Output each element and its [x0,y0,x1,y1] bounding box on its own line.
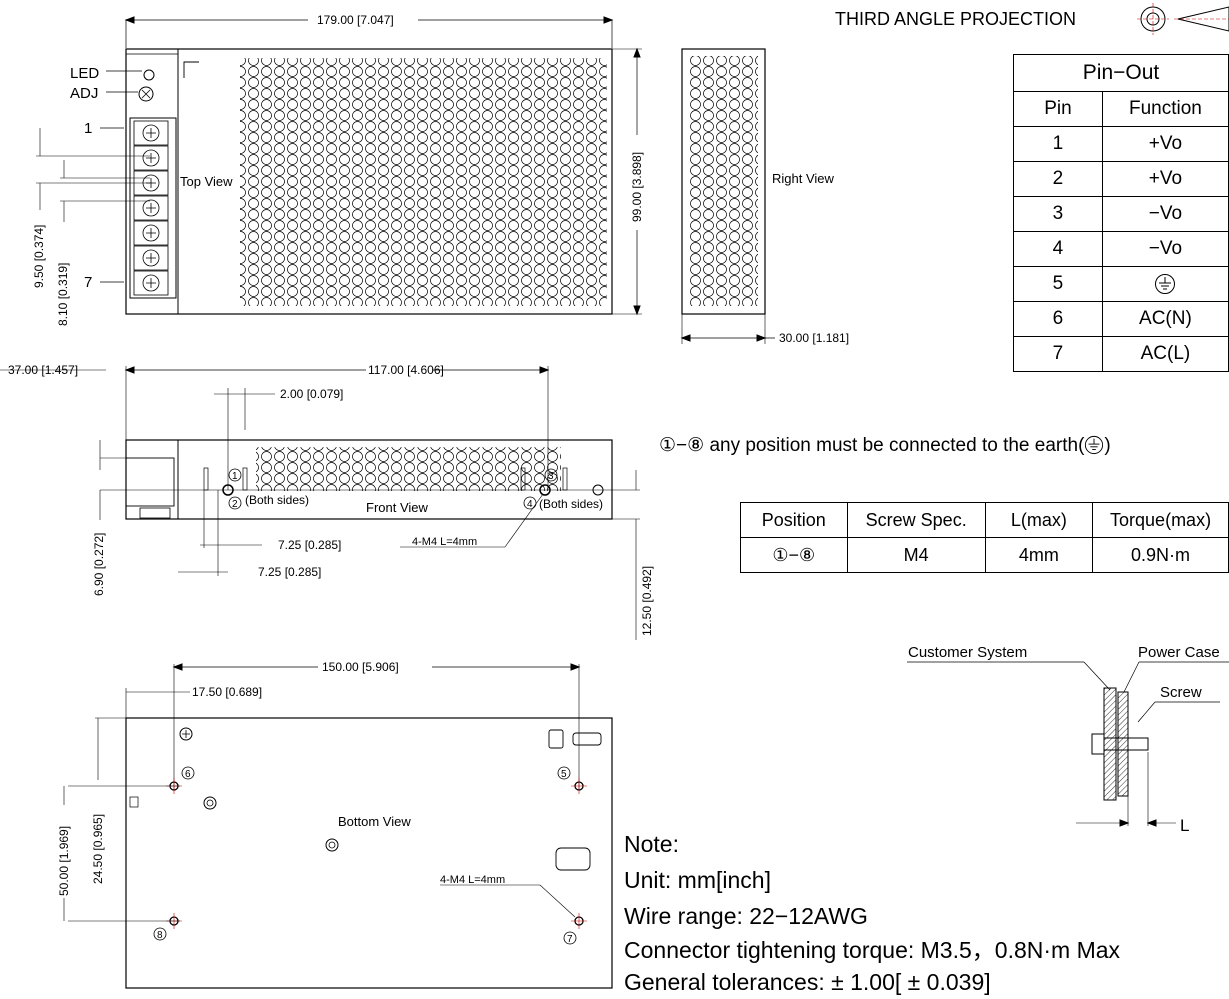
note-wire: Wire range: 22−12AWG [624,903,868,929]
function-cell: AC(L) [1101,336,1229,372]
projection-symbol-icon [1137,3,1229,35]
front-height2-dim: 12.50 [0.492] [640,566,654,636]
bottom-pos8: 8 [157,930,163,941]
pin-7-label: 7 [84,274,92,291]
customer-system-label: Customer System [908,644,1027,661]
bottom-height1-dim: 50.00 [1.969] [57,826,71,896]
top-height-dim: 99.00 [3.898] [630,152,644,222]
bottom-span-dim: 150.00 [5.906] [322,660,399,674]
front-pos4: 4 [527,499,533,510]
pin-cell: 1 [1013,126,1103,162]
table-row: 4−Vo [1013,231,1229,267]
bottom-screw-label: 4-M4 L=4mm [440,874,505,886]
table-row: 5 [1013,266,1229,302]
both-sides-right: (Both sides) [539,497,603,511]
top-view [36,16,642,316]
both-sides-left: (Both sides) [245,493,309,507]
note-tolerance: General tolerances: ± 1.00[ ± 0.039] [624,969,991,995]
pin-cell: 3 [1013,196,1103,232]
position-header: Position [740,502,848,538]
pinout-table: Pin−Out Pin Function 1+Vo 2+Vo 3−Vo 4−Vo… [1013,54,1229,372]
table-row: ①−⑧ M4 4mm 0.9N·m [740,537,1229,573]
front-off2-dim: 7.25 [0.285] [258,565,321,579]
front-pos1: 1 [232,471,238,482]
pin-cell: 6 [1013,301,1103,337]
pin-header: Pin [1013,91,1103,127]
position-cell: ①−⑧ [740,537,848,573]
front-position-markers [228,468,558,510]
pin-cell: 7 [1013,336,1103,372]
function-header: Function [1101,91,1229,127]
front-height1-dim: 6.90 [0.272] [92,533,106,596]
right-view [680,48,775,344]
function-cell: +Vo [1101,161,1229,197]
front-screw-label: 4-M4 L=4mm [412,536,477,548]
front-pos3: 3 [548,471,554,482]
length-label: L [1180,816,1189,835]
right-view-label: Right View [772,171,835,186]
projection-label: THIRD ANGLE PROJECTION [835,9,1077,29]
right-depth-dim: 30.00 [1.181] [779,331,849,345]
earth-note-prefix: ①−⑧ [659,435,705,456]
earth-ground-icon [1085,435,1104,455]
earth-note: ①−⑧ any position must be connected to th… [659,434,1111,457]
note-unit: Unit: mm[inch] [624,867,771,893]
front-span-dim: 117.00 [4.606] [368,363,444,377]
earth-note-suffix: ) [1104,435,1111,456]
front-slot-dim: 2.00 [0.079] [280,387,343,401]
screw-label: Screw [1160,684,1202,701]
table-row: 1+Vo [1013,126,1229,162]
front-view [0,366,640,640]
bottom-pos5: 5 [561,769,567,780]
function-cell: −Vo [1101,196,1229,232]
bottom-view [63,663,613,989]
front-pos2: 2 [232,499,238,510]
bottom-pos7: 7 [567,934,573,945]
power-case-label: Power Case [1138,644,1220,661]
led-label: LED [70,65,99,82]
table-row: 3−Vo [1013,196,1229,232]
function-cell: −Vo [1101,231,1229,267]
mounting-detail [907,661,1229,827]
bottom-left-dim: 17.50 [0.689] [192,685,262,699]
pin-cell: 5 [1013,266,1103,302]
front-label: Front View [366,500,429,515]
pin-cell: 4 [1013,231,1103,267]
bottom-pos6: 6 [185,769,191,780]
pin-cell: 2 [1013,161,1103,197]
earth-ground-icon [1101,266,1229,302]
bottom-height2-dim: 24.50 [0.965] [91,814,105,884]
offset-dim: 8.10 [0.319] [56,263,70,326]
front-off1-dim: 7.25 [0.285] [278,538,341,552]
length-cell: 4mm [984,537,1094,573]
bottom-view-label: Bottom View [338,814,411,829]
screw-spec-header: Screw Spec. [846,502,986,538]
front-left-dim: 37.00 [1.457] [8,363,78,377]
screw-spec-cell: M4 [846,537,986,573]
length-header: L(max) [984,502,1094,538]
torque-header: Torque(max) [1092,502,1229,538]
adj-label: ADJ [70,85,98,102]
top-width-dim: 179.00 [7.047] [317,13,394,27]
note-torque: Connector tightening torque: M3.5，0.8N·m… [624,937,1121,963]
torque-cell: 0.9N·m [1092,537,1229,573]
top-view-label: Top View [180,174,233,189]
screw-spec-table: Position Screw Spec. L(max) Torque(max) … [740,502,1229,573]
function-cell: +Vo [1101,126,1229,162]
function-cell: AC(N) [1101,301,1229,337]
bottom-position-markers [153,766,577,945]
pinout-title: Pin−Out [1013,54,1229,92]
earth-note-text: any position must be connected to the ea… [709,435,1085,456]
note-heading: Note: [624,831,679,857]
table-row: 2+Vo [1013,161,1229,197]
pin-1-label: 1 [84,120,92,137]
pitch-dim: 9.50 [0.374] [32,225,46,288]
